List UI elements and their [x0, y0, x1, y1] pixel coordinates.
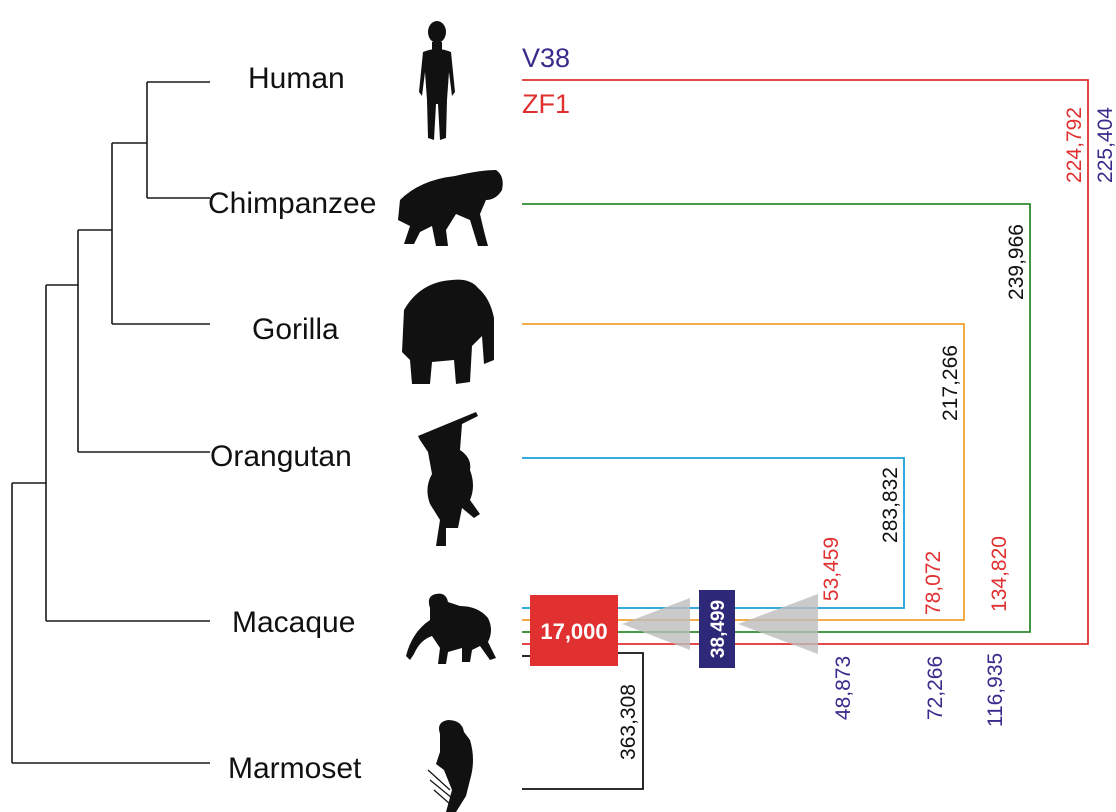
species-label-macaque: Macaque	[232, 606, 355, 639]
gorilla-silhouette-icon	[402, 280, 494, 384]
species-label-marmoset: Marmoset	[228, 752, 362, 785]
macaque-v38-label-3: 116,935	[984, 653, 1007, 727]
legend-zf1: ZF1	[522, 89, 570, 119]
species-labels: Human Chimpanzee Gorilla Orangutan Macaq…	[208, 62, 376, 785]
label-chimpanzee: 239,966	[1005, 224, 1028, 300]
phylogenetic-tree	[12, 82, 210, 763]
legend-v38: V38	[522, 43, 570, 73]
species-label-orangutan: Orangutan	[210, 440, 352, 473]
macaque-entry-lines	[522, 608, 530, 656]
macaque-v38-label-2: 72,266	[924, 656, 947, 720]
species-label-human: Human	[248, 62, 345, 95]
label-orangutan: 283,832	[879, 467, 902, 543]
human-silhouette-icon	[419, 21, 455, 140]
macaque-v38-label-1: 48,873	[832, 656, 855, 720]
macaque-zf1-label-1: 53,459	[820, 537, 843, 601]
species-label-gorilla: Gorilla	[252, 313, 339, 346]
label-human-v38: 225,404	[1094, 107, 1116, 183]
connector-orangutan	[522, 458, 904, 608]
marmoset-silhouette-icon	[428, 720, 473, 812]
gray-triangle-right	[738, 594, 818, 654]
label-marmoset: 363,308	[617, 684, 640, 760]
orangutan-silhouette-icon	[418, 412, 480, 546]
gray-triangle-left	[622, 598, 690, 650]
label-gorilla: 217,266	[939, 345, 962, 421]
macaque-zf1-labels: 53,459 78,072 134,820	[820, 536, 1011, 615]
label-human-zf1: 224,792	[1063, 107, 1086, 183]
v38-count-box-label: 38,499	[708, 600, 729, 658]
macaque-silhouette-icon	[406, 594, 496, 664]
chimpanzee-silhouette-icon	[398, 170, 503, 246]
zf1-count-box-label: 17,000	[540, 619, 607, 644]
species-label-chimpanzee: Chimpanzee	[208, 187, 376, 220]
macaque-zf1-label-3: 134,820	[988, 536, 1011, 612]
macaque-zf1-label-2: 78,072	[922, 551, 945, 615]
macaque-v38-labels: 48,873 72,266 116,935	[832, 653, 1007, 727]
